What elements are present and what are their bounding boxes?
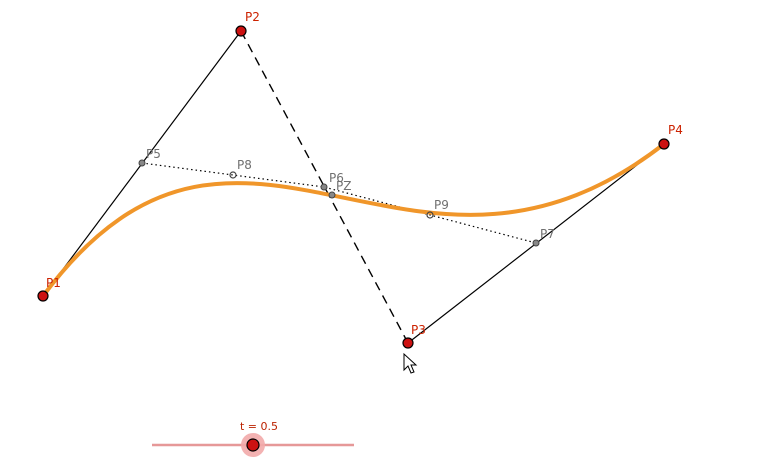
label-p7: P7	[540, 227, 555, 241]
label-pz: PZ	[336, 179, 351, 193]
label-p3: P3	[411, 323, 426, 337]
point-p7[interactable]	[532, 239, 540, 247]
label-p6: P6	[329, 171, 344, 185]
t-slider[interactable]: t = 0.5	[152, 420, 354, 457]
point-p6[interactable]	[320, 183, 328, 191]
point-p4[interactable]	[658, 138, 670, 150]
label-p5: P5	[146, 147, 161, 161]
slider-label: t = 0.5	[240, 420, 278, 433]
point-p9[interactable]	[426, 211, 434, 219]
segment-p5-p6-p7	[141, 162, 537, 244]
point-pz[interactable]	[328, 191, 336, 199]
label-p8: P8	[237, 158, 252, 172]
point-p2[interactable]	[235, 25, 247, 37]
slider-knob[interactable]	[246, 438, 260, 452]
bezier-curve	[41, 142, 666, 298]
point-p1[interactable]	[37, 290, 49, 302]
label-p4: P4	[668, 123, 683, 137]
label-p2: P2	[245, 10, 260, 24]
label-p1: P1	[46, 276, 61, 290]
point-p3[interactable]	[402, 337, 414, 349]
point-p5[interactable]	[138, 159, 146, 167]
mouse-pointer-icon	[403, 352, 418, 374]
point-p8[interactable]	[229, 171, 237, 179]
label-p9: P9	[434, 198, 449, 212]
